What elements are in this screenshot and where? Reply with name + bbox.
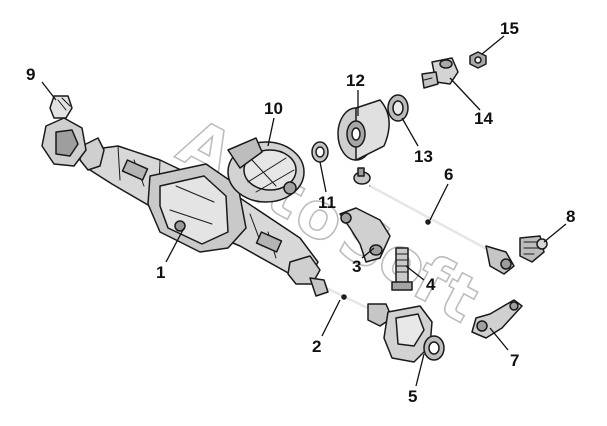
callout-2: 2 (312, 337, 321, 356)
leader-13 (401, 117, 419, 147)
leader-10 (267, 117, 275, 147)
leader-1 (165, 227, 185, 263)
differential-carrier (227, 137, 305, 203)
leader-11 (319, 161, 327, 193)
callout-4: 4 (426, 275, 436, 294)
callout-11: 11 (318, 193, 336, 212)
callout-3: 3 (352, 257, 361, 276)
leader-8 (543, 223, 567, 243)
leader-15 (481, 35, 505, 55)
callout-6: 6 (444, 165, 453, 184)
callout-15: 15 (500, 19, 519, 38)
axle-housing (79, 137, 321, 285)
leader-2 (321, 299, 341, 337)
callout-7: 7 (510, 351, 519, 370)
leader-3 (361, 247, 375, 259)
callout-labels: 1 2 3 4 5 6 7 8 9 10 11 12 13 14 15 (26, 19, 575, 406)
tie-rod (353, 167, 515, 275)
steering-lever (471, 299, 523, 339)
pitman-arm-pin (421, 57, 459, 89)
callout-10: 10 (264, 99, 283, 118)
leader-7 (489, 327, 509, 351)
leader-4 (405, 265, 425, 281)
callout-14: 14 (474, 109, 493, 128)
universal-joint-flange (41, 95, 87, 167)
wheel-hub (337, 99, 390, 161)
nut (469, 51, 487, 69)
callout-13: 13 (414, 147, 433, 166)
bushing (311, 141, 329, 163)
hub-bearing (387, 94, 409, 122)
tie-rod-end (519, 235, 548, 263)
callout-9: 9 (26, 65, 35, 84)
leader-lines (41, 35, 567, 387)
axle-shaft (309, 277, 393, 327)
callout-5: 5 (408, 387, 417, 406)
callout-8: 8 (566, 207, 575, 226)
leader-6 (429, 183, 449, 221)
leader-5 (415, 353, 425, 387)
steering-arm (339, 207, 391, 263)
leader-14 (449, 77, 481, 111)
callout-12: 12 (346, 71, 365, 90)
steering-knuckle (383, 305, 445, 363)
leader-9 (41, 81, 57, 101)
callout-1: 1 (156, 263, 165, 282)
